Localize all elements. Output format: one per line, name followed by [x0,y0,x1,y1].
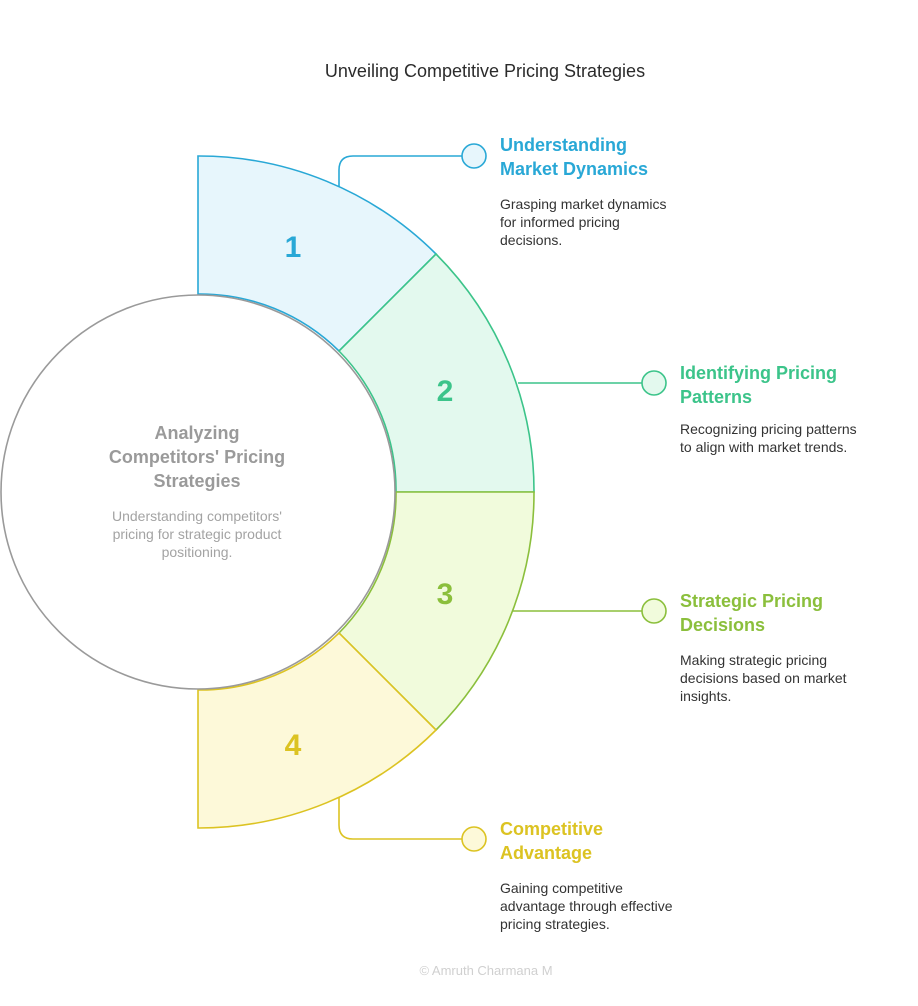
connector-4-dot [461,826,487,852]
step-2-heading-line-2: Patterns [680,387,752,407]
segment-4: 4 [197,631,438,829]
center-circle-shape [0,294,396,690]
diagram-title: Unveiling Competitive Pricing Strategies [325,61,645,81]
step-4-text: Competitive Advantage Gaining competitiv… [500,819,673,932]
connector-1-line [338,155,462,187]
step-4-heading-line-2: Advantage [500,843,592,863]
step-3-desc-line-3: insights. [680,688,731,704]
segment-1-number: 1 [285,231,302,264]
step-3-text: Strategic Pricing Decisions Making strat… [680,591,847,704]
step-3-heading-line-2: Decisions [680,615,765,635]
connector-2 [518,370,667,396]
step-4-desc-line-2: advantage through effective [500,898,673,914]
connector-2-dot [641,370,667,396]
step-1-desc-line-2: for informed pricing [500,214,620,230]
connector-1-dot [461,143,487,169]
step-3-desc-line-1: Making strategic pricing [680,652,827,668]
step-4-desc-line-3: pricing strategies. [500,916,610,932]
connector-4-line [338,797,462,840]
connector-3-dot [641,598,667,624]
connector-4 [338,797,487,852]
step-1-heading-line-1: Understanding [500,135,627,155]
step-3-heading-line-1: Strategic Pricing [680,591,823,611]
connector-1 [338,143,487,187]
step-4-heading-line-1: Competitive [500,819,603,839]
segment-3-number: 3 [437,578,454,611]
credit-text: © Amruth Charmana M [419,963,552,978]
step-1-text: Understanding Market Dynamics Grasping m… [500,135,667,248]
step-2-heading-line-1: Identifying Pricing [680,363,837,383]
step-1-heading-line-2: Market Dynamics [500,159,648,179]
center-desc-line-3: positioning. [162,544,233,560]
center-title-line-2: Competitors' Pricing [109,447,285,467]
step-2-desc-line-1: Recognizing pricing patterns [680,421,857,437]
step-1-desc-line-1: Grasping market dynamics [500,196,667,212]
segment-4-shape [197,631,438,829]
segment-4-number: 4 [285,729,302,762]
center-circle: Analyzing Competitors' Pricing Strategie… [0,294,396,690]
segment-2-number: 2 [437,375,454,408]
step-3-desc-line-2: decisions based on market [680,670,847,686]
step-1-desc-line-3: decisions. [500,232,562,248]
center-title-line-1: Analyzing [154,423,239,443]
step-2-desc-line-2: to align with market trends. [680,439,847,455]
connector-3 [513,598,667,624]
step-4-desc-line-1: Gaining competitive [500,880,623,896]
center-desc-line-1: Understanding competitors' [112,508,282,524]
center-desc-line-2: pricing for strategic product [113,526,282,542]
center-title-line-3: Strategies [153,471,240,491]
step-2-text: Identifying Pricing Patterns Recognizing… [680,363,857,455]
